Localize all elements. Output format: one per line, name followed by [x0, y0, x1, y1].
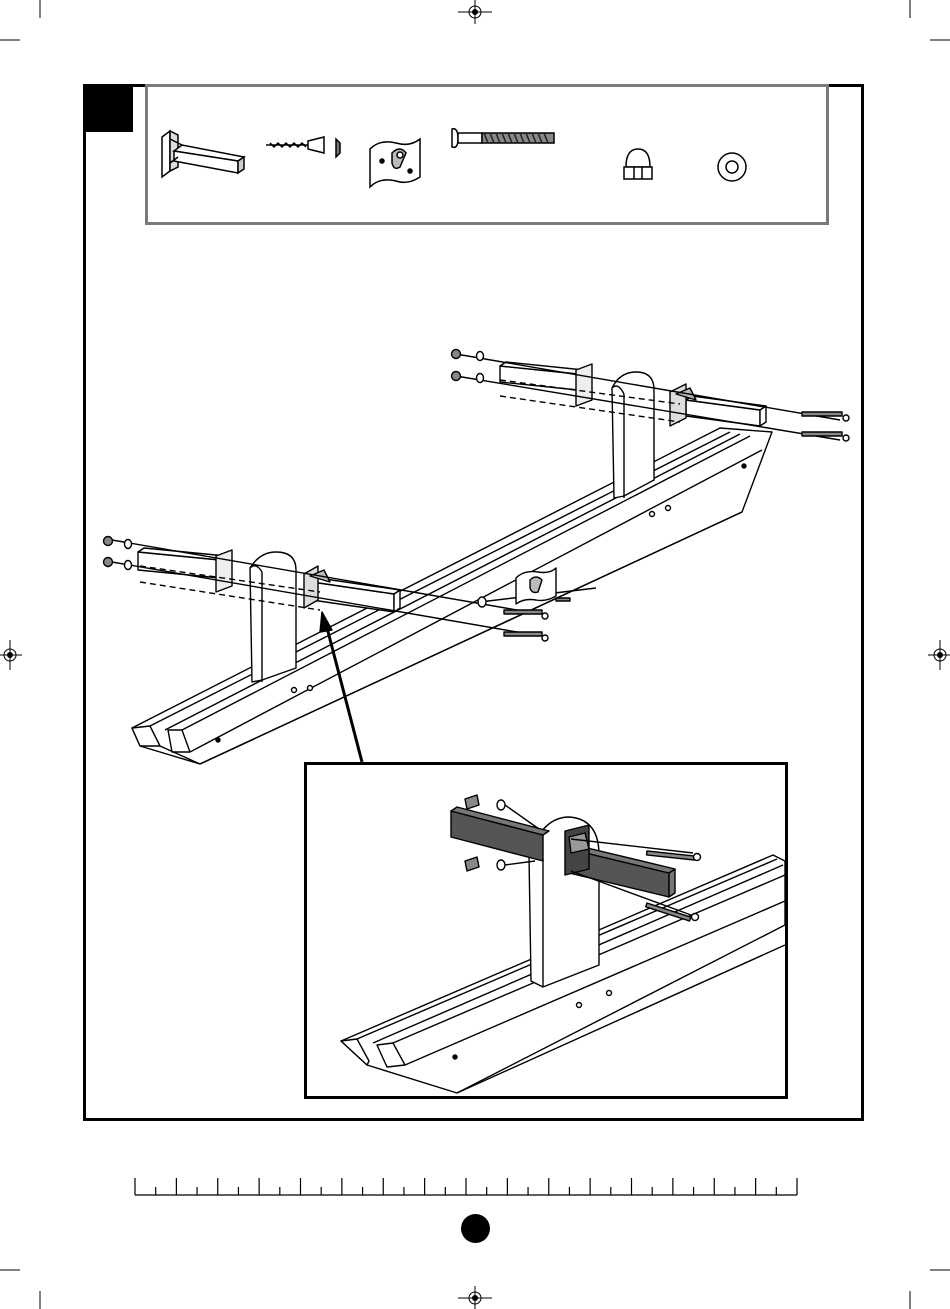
- measurement-ruler: [130, 1170, 802, 1200]
- right-tube-outer: [500, 362, 592, 406]
- left-tube-inner: [304, 566, 400, 612]
- page-number-badge: [461, 1214, 490, 1243]
- detail-inset: [304, 762, 788, 1099]
- detail-inset-art: [307, 765, 785, 1096]
- left-tube-outer: [138, 548, 232, 592]
- board-hook-plate: [516, 568, 556, 604]
- seesaw-board: [132, 428, 772, 764]
